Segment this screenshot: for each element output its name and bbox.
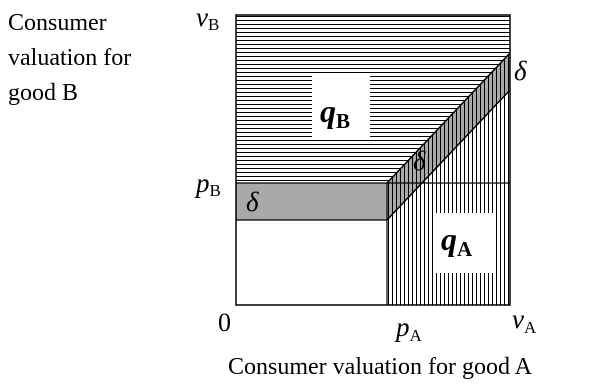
corner-delta: δ [514,56,527,86]
vA-label: vA [512,304,537,337]
diagram-frame [235,14,511,306]
horizontal-delta-band [236,183,387,220]
qB-region-label: qB [320,93,350,133]
qA-region-label: qA [441,221,473,261]
pB-label: pB [194,168,221,200]
diagonal-delta-band [387,53,510,220]
qB-label-box [312,75,370,137]
lower-diagonal-line [386,89,511,221]
vB-label: vB [196,2,219,34]
y-axis-label: Consumer valuation for good B [8,10,137,106]
qA-label-box [435,213,493,273]
upper-diagonal-line [386,52,511,184]
horizontal-band-delta: δ [246,187,259,217]
pA-label: pA [394,312,423,345]
origin-label: 0 [218,308,231,337]
x-axis-label: Consumer valuation for good A [228,354,533,380]
region-qB-area [236,15,510,183]
diagonal-band-delta: δ [413,146,426,176]
